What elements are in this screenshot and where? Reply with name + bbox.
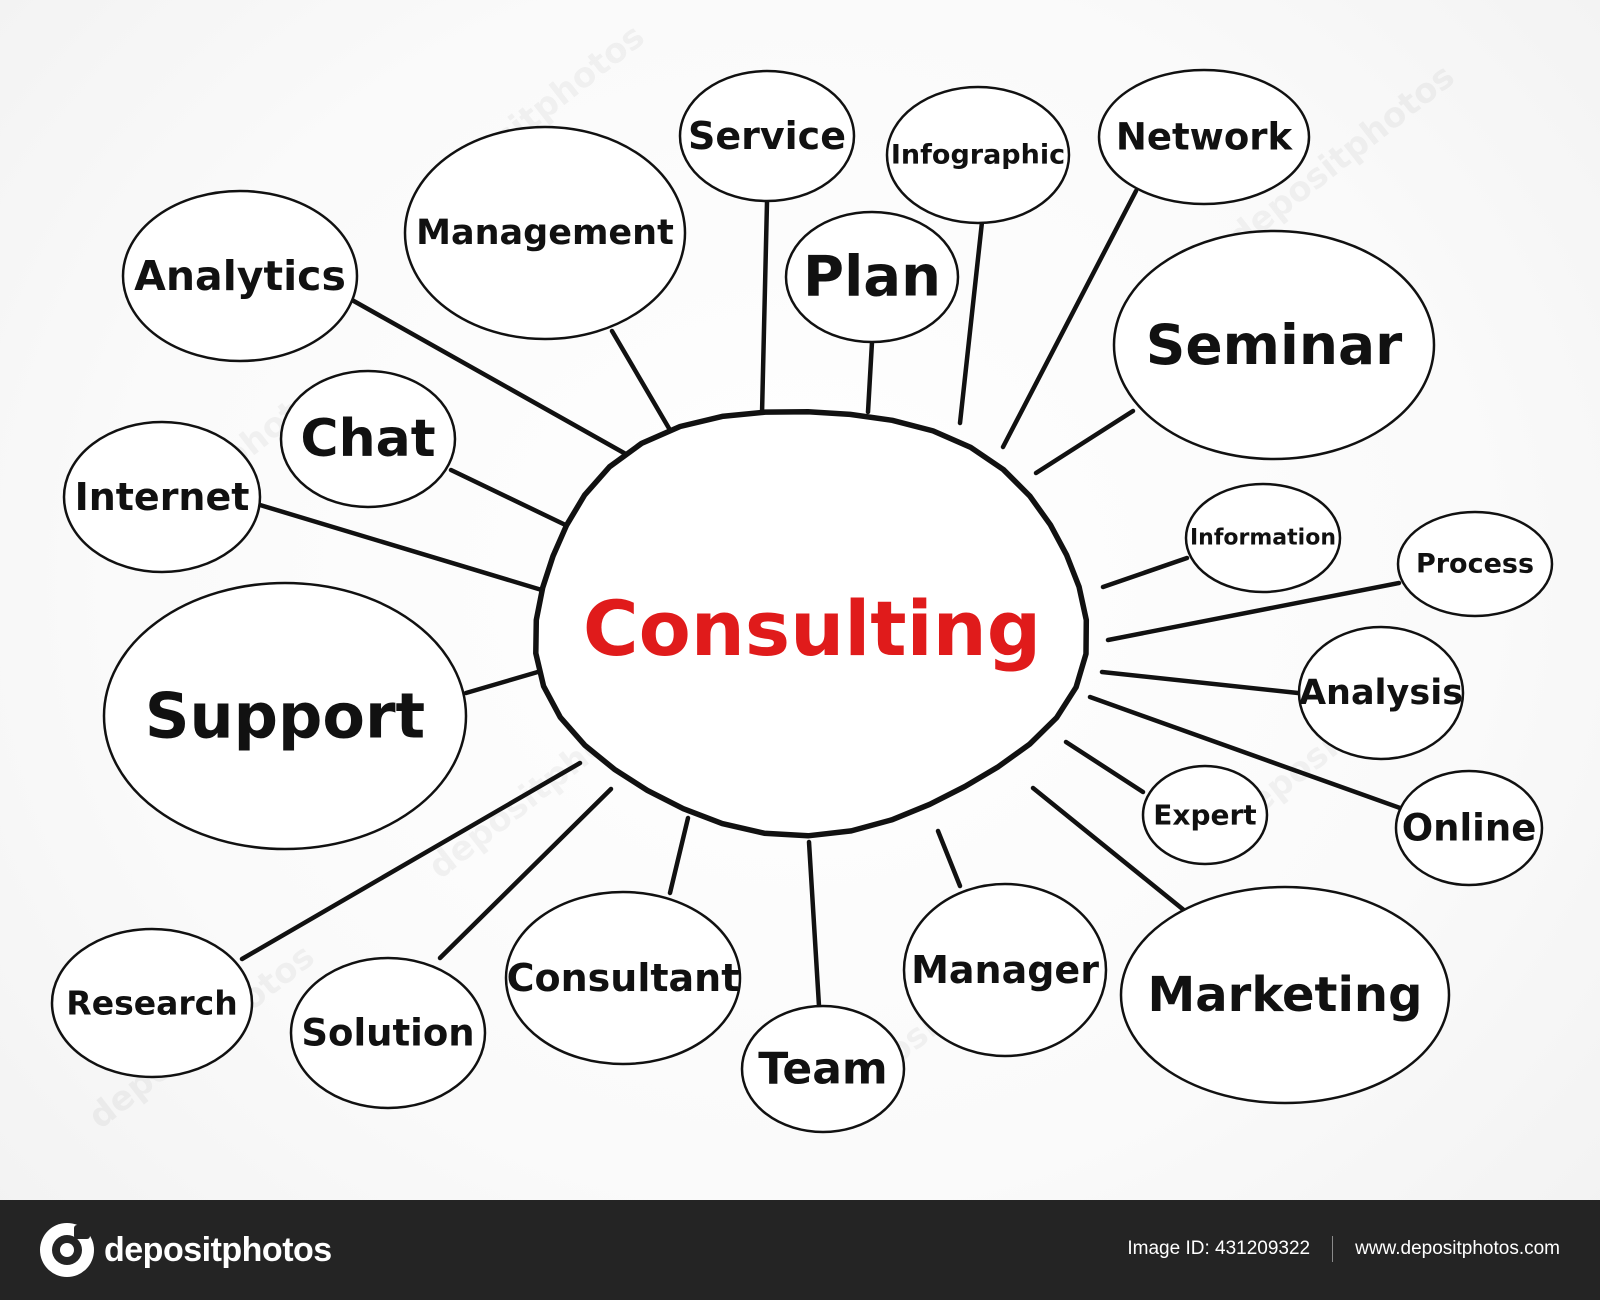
node-bubble-infographic: [885, 85, 1071, 225]
node-label-chat: Chat: [300, 409, 435, 469]
node-process: Process: [1396, 510, 1554, 618]
image-id: Image ID: 431209322: [1127, 1238, 1311, 1259]
connector-team: [806, 839, 822, 1009]
node-bubble-chat: [279, 369, 457, 509]
node-label-online: Online: [1402, 807, 1537, 850]
node-bubble-manager: [902, 882, 1108, 1058]
node-bubble-marketing: [1119, 885, 1451, 1105]
node-label-management: Management: [416, 213, 674, 253]
node-management: Management: [403, 125, 687, 341]
node-bubble-process: [1396, 510, 1554, 618]
node-internet: Internet: [62, 420, 262, 574]
connector-process: [1105, 580, 1402, 643]
node-analytics: Analytics: [121, 189, 359, 363]
node-label-process: Process: [1416, 549, 1534, 580]
node-bubble-service: [678, 69, 856, 203]
center-node: Consulting: [533, 409, 1090, 839]
node-service: Service: [678, 69, 856, 203]
node-online: Online: [1394, 769, 1544, 887]
node-bubble-consultant: [504, 890, 742, 1066]
connector-infographic: [957, 219, 985, 426]
connector-seminar: [1033, 408, 1136, 476]
node-information: Information: [1184, 482, 1342, 594]
logo-text: depositphotos: [104, 1230, 332, 1269]
connector-service: [759, 199, 770, 417]
camera-logo-icon: [40, 1223, 94, 1277]
connector-network: [1000, 188, 1139, 450]
node-label-research: Research: [66, 984, 237, 1023]
center-bubble: [533, 409, 1090, 839]
connector-plan: [865, 339, 875, 415]
node-label-infographic: Infographic: [891, 140, 1065, 171]
node-bubble-expert: [1141, 764, 1269, 866]
connector-solution: [437, 786, 614, 961]
node-marketing: Marketing: [1119, 885, 1451, 1105]
node-label-solution: Solution: [301, 1012, 474, 1055]
node-bubble-support: [102, 581, 468, 851]
node-plan: Plan: [784, 210, 960, 344]
node-label-service: Service: [688, 114, 846, 158]
node-bubble-seminar: [1112, 229, 1436, 461]
node-bubble-analysis: [1297, 625, 1465, 761]
node-manager: Manager: [902, 882, 1108, 1058]
node-bubble-management: [403, 125, 687, 341]
node-label-expert: Expert: [1153, 799, 1256, 832]
node-bubble-research: [50, 927, 254, 1079]
connector-marketing: [1030, 785, 1188, 914]
node-label-internet: Internet: [75, 475, 250, 519]
connector-information: [1100, 555, 1190, 590]
node-label-plan: Plan: [803, 245, 941, 310]
node-bubble-analytics: [121, 189, 359, 363]
connector-chat: [448, 467, 581, 534]
node-label-network: Network: [1116, 116, 1294, 159]
depositphotos-logo: depositphotos: [40, 1222, 332, 1278]
node-label-information: Information: [1190, 526, 1336, 551]
connector-online: [1087, 694, 1403, 811]
node-label-support: Support: [145, 680, 425, 753]
node-bubble-team: [740, 1004, 906, 1134]
node-solution: Solution: [289, 956, 487, 1110]
connector-support: [463, 666, 551, 696]
stock-footer-bar: depositphotos Image ID: 431209322 www.de…: [0, 1200, 1600, 1300]
node-consultant: Consultant: [504, 890, 742, 1066]
node-bubble-online: [1394, 769, 1544, 887]
node-label-team: Team: [758, 1044, 888, 1095]
node-label-seminar: Seminar: [1146, 313, 1402, 377]
node-label-analytics: Analytics: [134, 252, 346, 300]
connector-consultant: [667, 815, 691, 896]
mind-map-diagram: depositphotosdepositphotosdepositphotosd…: [50, 16, 1554, 1137]
meta-divider: [1332, 1236, 1334, 1262]
node-bubble-internet: [62, 420, 262, 574]
node-bubble-plan: [784, 210, 960, 344]
connector-analysis: [1099, 669, 1301, 696]
node-bubble-information: [1184, 482, 1342, 594]
node-bubble-solution: [289, 956, 487, 1110]
node-support: Support: [102, 581, 468, 851]
node-analysis: Analysis: [1297, 625, 1465, 761]
connector-layer: [239, 188, 1403, 1009]
node-research: Research: [50, 927, 254, 1079]
node-network: Network: [1097, 68, 1311, 206]
node-expert: Expert: [1141, 764, 1269, 866]
connector-internet: [257, 502, 558, 597]
site-url: www.depositphotos.com: [1355, 1238, 1560, 1259]
image-meta: Image ID: 431209322 www.depositphotos.co…: [1127, 1236, 1560, 1262]
node-label-marketing: Marketing: [1148, 967, 1423, 1023]
node-label-manager: Manager: [911, 948, 1099, 992]
node-label-analysis: Analysis: [1299, 673, 1463, 713]
node-bubble-network: [1097, 68, 1311, 206]
node-infographic: Infographic: [885, 85, 1071, 225]
center-label: Consulting: [583, 584, 1041, 673]
connector-research: [239, 760, 583, 962]
node-team: Team: [740, 1004, 906, 1134]
node-chat: Chat: [279, 369, 457, 509]
connector-manager: [935, 828, 963, 889]
connector-management: [609, 328, 680, 445]
node-seminar: Seminar: [1112, 229, 1436, 461]
connector-analytics: [349, 297, 643, 465]
connector-expert: [1063, 739, 1146, 795]
node-label-consultant: Consultant: [507, 956, 740, 1000]
